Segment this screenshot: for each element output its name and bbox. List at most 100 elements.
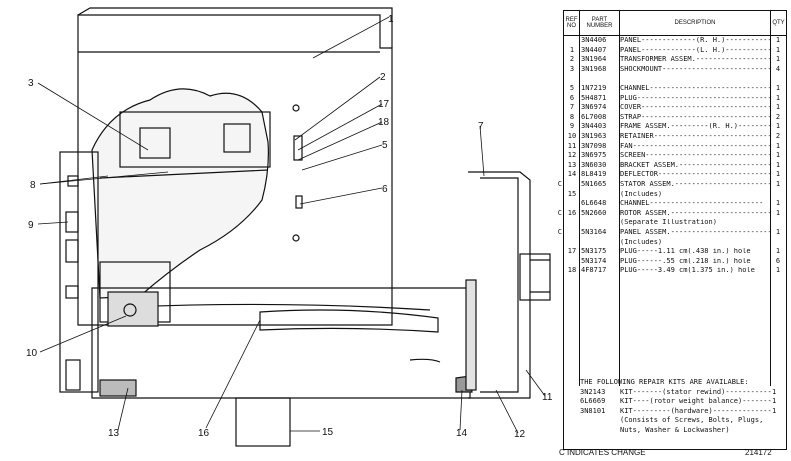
part-number: 3N4403 (581, 122, 607, 131)
quantity: 1 (775, 180, 781, 188)
callout-6: 6 (382, 184, 388, 195)
part-number: 8L8419 (581, 170, 607, 179)
page-footer: C INDICATES CHANGE 214172 (557, 448, 787, 460)
callout-12: 12 (514, 429, 526, 440)
part-description: DEFLECTOR----------------------------- (620, 171, 770, 179)
part-number: 3N1963 (581, 132, 607, 140)
quantity: 1 (775, 55, 781, 64)
ref-number: 7 (569, 103, 575, 112)
column-divider (619, 11, 620, 386)
part-description: BRACKET ASSEM.------------------------ (620, 161, 770, 169)
column-divider (579, 11, 580, 386)
part-number: 3N1964 (581, 55, 607, 64)
part-description: RETAINER------------------------------ (620, 133, 770, 140)
header-description: DESCRIPTION (620, 11, 770, 36)
kit-quantity: 1 (772, 406, 777, 415)
ref-number: 10 (567, 132, 577, 140)
repair-kits: THE FOLLOWING REPAIR KITS ARE AVAILABLE:… (580, 378, 785, 433)
quantity: 6 (775, 256, 781, 265)
callout-7: 7 (478, 121, 484, 132)
ref-number: 15 (567, 189, 577, 198)
ref-number: 1 (569, 45, 575, 54)
part-number: 3N1968 (581, 64, 607, 73)
generator-exploded-view: 1 2 3 17 18 5 8 9 6 7 10 13 16 15 14 12 … (26, 7, 553, 447)
quantity: 1 (775, 122, 781, 131)
quantity: 1 (775, 45, 781, 54)
parts-list-table: REF NO PART NUMBER DESCRIPTION QTY 3N440… (558, 10, 787, 450)
kit-row: 3N2143 KIT-------(stator rewind)---------… (580, 387, 785, 399)
part-number: 3N7098 (581, 141, 607, 150)
callout-11: 11 (542, 392, 553, 403)
ref-number: 9 (569, 122, 575, 131)
callout-8: 8 (30, 180, 36, 191)
table-row: 7 3N6974 COVER----------------------------… (564, 104, 786, 113)
kit-quantity: 1 (772, 397, 777, 405)
part-description: PLUG---------------------------------- (620, 94, 770, 102)
part-number: 6L7008 (581, 112, 607, 121)
quantity: 2 (775, 112, 781, 121)
part-number: 4F8717 (581, 266, 607, 275)
table-row: 6L6648 CHANNEL--------------------------… (564, 200, 786, 209)
kits-heading: THE FOLLOWING REPAIR KITS ARE AVAILABLE: (580, 378, 749, 386)
ref-number: 13 (567, 160, 577, 169)
callout-15: 15 (322, 427, 334, 438)
kit-description: Nuts, Washer & Lockwasher) (620, 425, 730, 434)
change-marker: C (557, 180, 562, 188)
part-number: 3N4407 (581, 45, 607, 54)
header-ref: REF NO (564, 11, 579, 36)
part-number: 5N3175 (581, 247, 607, 256)
part-description: STRAP--------------------------------- (620, 113, 770, 121)
part-number: 3N6975 (581, 151, 607, 160)
ref-number: 6 (569, 93, 575, 102)
kit-description: KIT-------(stator rewind)----------- (620, 387, 772, 396)
callout-5: 5 (382, 140, 388, 151)
ref-number: 18 (567, 266, 577, 275)
kit-part-number: 6L6669 (580, 397, 606, 405)
kit-quantity: 1 (772, 387, 777, 396)
quantity: 1 (775, 199, 781, 208)
kit-part-number: 3N2143 (580, 387, 606, 396)
callout-1: 1 (388, 14, 394, 25)
part-description: PANEL-------------(R. H.)----------- (620, 37, 770, 44)
ref-number: 12 (567, 151, 577, 160)
table-row: 15 (Includes) (564, 189, 786, 200)
part-description: SHOCKMOUNT---------------------------- (620, 65, 770, 73)
quantity: 1 (775, 266, 781, 275)
part-description: CHANNEL--------------------------- (620, 200, 764, 208)
table-row: 10 3N1963 RETAINER------------------------… (564, 133, 786, 142)
part-description: SCREEN-------------------------------- (620, 152, 770, 160)
part-description: PLUG-----3.49 cm(1.375 in.) hole (620, 267, 755, 275)
quantity: 1 (775, 160, 781, 169)
part-description: CHANNEL------------------------------- (620, 85, 770, 92)
change-marker: C (557, 228, 562, 236)
table-row: (Separate Illustration) (564, 219, 786, 228)
table-row: 18 4F8717 PLUG-----3.49 cm(1.375 in.) hol… (564, 267, 786, 276)
callout-17: 17 (378, 99, 390, 110)
ref-number: 11 (567, 141, 577, 150)
header-qty: QTY (771, 11, 786, 36)
quantity: 4 (775, 64, 781, 73)
part-description: COVER--------------------------------- (620, 104, 770, 112)
table-row: (Includes) (564, 239, 786, 248)
kit-list: 3N2143 KIT-------(stator rewind)---------… (580, 387, 785, 433)
part-description: (Separate Illustration) (620, 219, 717, 227)
part-number: 5N3164 (581, 228, 607, 236)
callout-18: 18 (378, 117, 390, 128)
part-number: 3N6974 (581, 103, 607, 112)
header-part-number: PART NUMBER (580, 11, 619, 36)
quantity: 1 (775, 93, 781, 102)
